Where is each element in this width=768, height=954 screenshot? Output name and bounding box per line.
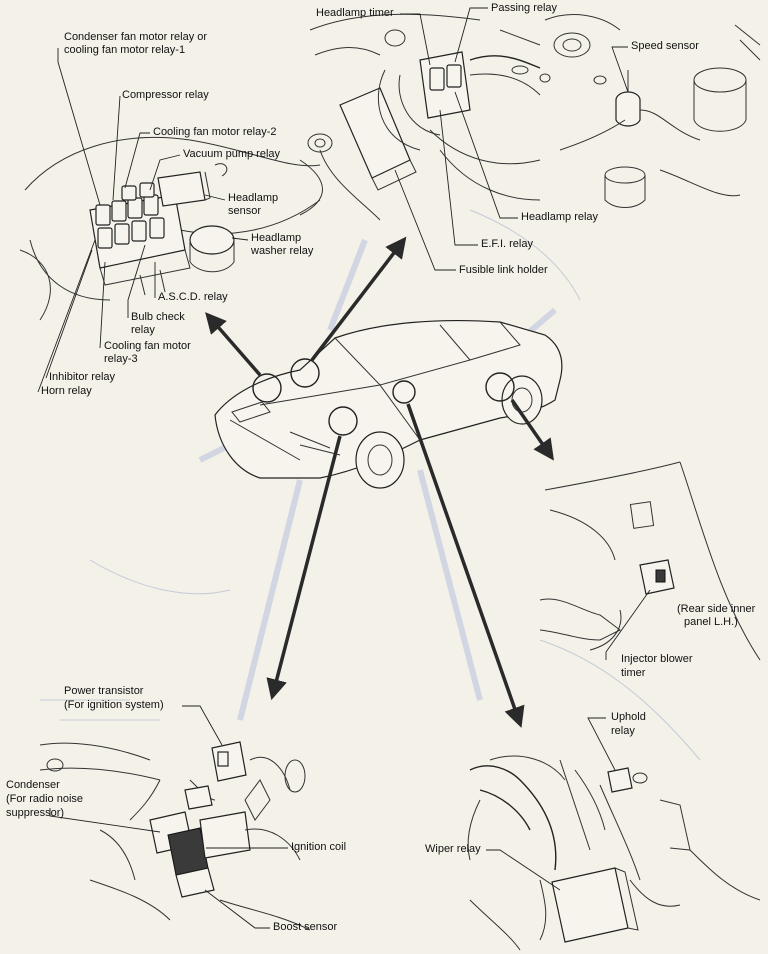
rear-panel-illustration bbox=[539, 461, 761, 661]
label-injector-blower-timer-2: timer bbox=[621, 667, 646, 679]
leader-lines-relay-box bbox=[37, 48, 249, 393]
label-cooling-fan-relay-1: cooling fan motor relay-1 bbox=[64, 44, 186, 56]
label-uphold-relay: Uphold bbox=[611, 711, 646, 723]
leader-lines-engine-bay bbox=[394, 7, 518, 271]
label-passing-relay: Passing relay bbox=[491, 2, 558, 14]
leader-lines-rear-panel bbox=[605, 589, 651, 660]
label-power-transistor-2: (For ignition system) bbox=[64, 699, 164, 711]
label-bulb-check-2: relay bbox=[131, 324, 155, 336]
label-condenser-2: (For radio noise bbox=[6, 793, 84, 805]
leader-lines-wiper bbox=[486, 717, 616, 891]
label-power-transistor: Power transistor bbox=[64, 685, 144, 697]
label-rear-side-panel-2: panel L.H.) bbox=[684, 616, 738, 628]
engine-bay-illustration bbox=[309, 13, 541, 221]
label-efi-relay: E.F.I. relay bbox=[481, 238, 533, 250]
label-wiper-relay: Wiper relay bbox=[425, 843, 481, 855]
ignition-illustration bbox=[39, 741, 311, 931]
label-condenser-3: suppressor) bbox=[6, 807, 65, 819]
label-cooling-fan-relay-2: Cooling fan motor relay-2 bbox=[153, 126, 277, 138]
label-fusible-link-holder: Fusible link holder bbox=[459, 264, 548, 276]
leader-lines-speed-sensor bbox=[611, 46, 629, 93]
label-bulb-check: Bulb check bbox=[131, 311, 185, 323]
label-vacuum-pump-relay: Vacuum pump relay bbox=[183, 148, 281, 160]
label-ascd-relay: A.S.C.D. relay bbox=[158, 291, 228, 303]
label-headlamp-relay: Headlamp relay bbox=[521, 211, 599, 223]
label-ignition-coil: Ignition coil bbox=[291, 841, 347, 853]
label-inhibitor-relay: Inhibitor relay bbox=[49, 371, 116, 383]
location-arrows bbox=[205, 236, 554, 728]
label-compressor-relay: Compressor relay bbox=[122, 89, 209, 101]
label-rear-side-panel: (Rear side inner bbox=[677, 603, 756, 615]
label-headlamp-timer: Headlamp timer bbox=[316, 7, 394, 19]
label-horn-relay: Horn relay bbox=[41, 385, 92, 397]
label-cooling-fan-relay-3: Cooling fan motor bbox=[104, 340, 191, 352]
label-headlamp-washer: Headlamp bbox=[251, 232, 302, 244]
car-illustration bbox=[214, 319, 563, 489]
speed-sensor-illustration bbox=[539, 14, 761, 208]
bleed-through-marks bbox=[40, 209, 701, 761]
label-condenser: Condenser bbox=[6, 779, 60, 791]
label-speed-sensor: Speed sensor bbox=[631, 40, 699, 52]
label-condenser-fan-relay: Condenser fan motor relay or bbox=[64, 31, 208, 43]
label-cooling-fan-relay-3-2: relay-3 bbox=[104, 353, 138, 365]
leader-lines-ignition bbox=[49, 705, 288, 929]
label-boost-sensor: Boost sensor bbox=[273, 921, 338, 933]
relay-box-illustration bbox=[19, 133, 333, 321]
label-headlamp-sensor-2: sensor bbox=[228, 205, 262, 217]
label-headlamp-sensor: Headlamp bbox=[228, 192, 279, 204]
wiper-relay-illustration bbox=[467, 755, 761, 951]
label-uphold-relay-2: relay bbox=[611, 725, 635, 737]
label-injector-blower-timer: Injector blower bbox=[621, 653, 693, 665]
label-headlamp-washer-2: washer relay bbox=[251, 245, 314, 257]
